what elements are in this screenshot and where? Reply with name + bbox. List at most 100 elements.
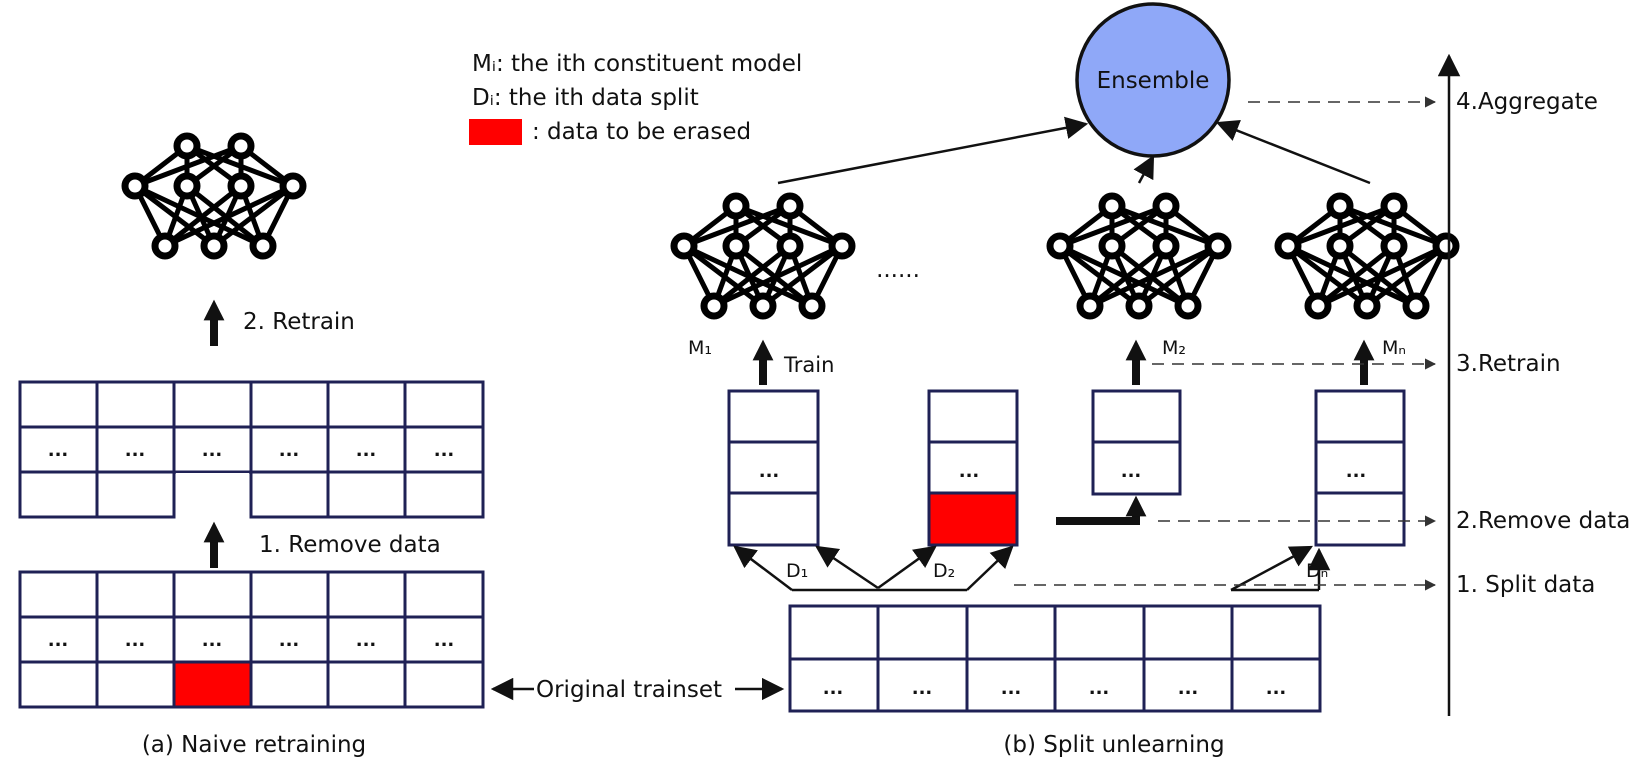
aggregate-arrow-m2	[1133, 155, 1155, 184]
network-node	[200, 232, 228, 260]
cell-dots: ...	[356, 630, 377, 651]
original-dataset-b: ... ... ... ... ... ...	[788, 604, 1322, 713]
cell-dots: ...	[1266, 678, 1287, 699]
network-edge	[1365, 244, 1448, 308]
caption-b: (b) Split unlearning	[1003, 732, 1224, 758]
network-edge	[1316, 244, 1396, 308]
split-label-dn: Dₙ	[1306, 560, 1328, 582]
split-d1: ...	[727, 389, 820, 547]
neural-network-icon	[1046, 192, 1232, 320]
network-edge	[163, 184, 243, 248]
network-node	[1204, 232, 1232, 260]
remove-data-elbow-arrow	[1056, 495, 1147, 525]
cell-dots: ...	[279, 440, 300, 461]
neural-network-icon	[670, 192, 856, 320]
network-edge	[163, 183, 295, 249]
erased-cell	[172, 660, 253, 709]
split-arrow-d1-right	[815, 545, 879, 590]
timeline-step-split: 1. Split data	[1456, 572, 1595, 598]
network-node	[1098, 232, 1126, 260]
network-node	[776, 192, 804, 220]
cell-dots: ...	[48, 440, 69, 461]
network-node	[1432, 232, 1460, 260]
network-node	[798, 292, 826, 320]
split-label-d1: D₁	[786, 560, 808, 582]
legend-model-definition: Mᵢ: the ith constituent model	[472, 51, 802, 77]
retrained-model-icon	[121, 132, 307, 260]
cell-dots: ...	[356, 440, 377, 461]
aggregate-arrow-mn	[1215, 119, 1371, 185]
cell-dots: ...	[912, 678, 933, 699]
network-node	[1152, 232, 1180, 260]
step-retrain-label: 2. Retrain	[243, 309, 355, 335]
split-d2: ...	[927, 389, 1019, 547]
split-arrow-d1-left	[733, 545, 793, 591]
cell-dots: ...	[125, 440, 146, 461]
network-node	[1125, 292, 1153, 320]
cell-dots: ...	[434, 440, 455, 461]
caption-a: (a) Naive retraining	[142, 732, 366, 758]
legend-erase-swatch	[469, 119, 522, 145]
cell-dots: ...	[1346, 461, 1367, 482]
split-dn: ...	[1314, 389, 1406, 547]
network-node	[1274, 232, 1302, 260]
timeline-step-retrain: 3.Retrain	[1456, 351, 1561, 377]
network-edge	[212, 184, 295, 248]
cell-dots: ...	[1121, 461, 1142, 482]
cell-dots: ...	[202, 440, 223, 461]
network-node	[1380, 192, 1408, 220]
aggregate-arrow-m1	[777, 116, 1089, 185]
split-d2-after-removal: ...	[1091, 389, 1182, 496]
network-edge	[1137, 244, 1220, 308]
model-m2	[1046, 192, 1232, 320]
model-m1	[670, 192, 856, 320]
model-label-m2: M₂	[1162, 337, 1186, 359]
network-edge	[683, 203, 791, 249]
legend-split-definition: Dᵢ: the ith data split	[472, 85, 699, 111]
network-edge	[134, 143, 242, 189]
network-node	[828, 232, 856, 260]
cell-dots: ...	[125, 630, 146, 651]
split-arrow-d2-right	[966, 545, 1014, 591]
network-node	[1304, 292, 1332, 320]
cell-dots: ...	[1178, 678, 1199, 699]
timeline-step-aggregate: 4.Aggregate	[1456, 89, 1598, 115]
cell-dots: ...	[759, 461, 780, 482]
timeline-step-remove: 2.Remove data	[1456, 508, 1630, 534]
network-edge	[1316, 243, 1448, 309]
network-edge	[1088, 243, 1220, 309]
original-dataset-a: ... ... ... ... ... ...	[18, 570, 485, 709]
train-label: Train	[783, 353, 834, 377]
cell-dots: ...	[1089, 678, 1110, 699]
network-node	[1402, 292, 1430, 320]
cell-dots: ...	[202, 630, 223, 651]
network-edge	[1088, 244, 1168, 308]
network-node	[670, 232, 698, 260]
network-node	[173, 132, 201, 160]
neural-network-icon	[1274, 192, 1460, 320]
network-node	[700, 292, 728, 320]
model-label-m1: M₁	[688, 337, 712, 359]
network-node	[151, 232, 179, 260]
network-node	[1380, 232, 1408, 260]
original-trainset-label-group: Original trainset	[490, 677, 785, 703]
cell-dots: ...	[823, 678, 844, 699]
network-node	[722, 232, 750, 260]
panel-a: 2. Retrain ... ... ... ... ...	[18, 132, 485, 758]
network-node	[1076, 292, 1104, 320]
network-node	[173, 172, 201, 200]
cell-dots: ...	[959, 461, 980, 482]
more-models-ellipsis: ......	[876, 257, 920, 283]
network-node	[1046, 232, 1074, 260]
network-node	[121, 172, 149, 200]
network-edge	[712, 243, 844, 309]
dataset-after-removal: ... ... ... ... ... ...	[18, 380, 485, 519]
panel-b: Ensemble ...... M₁ M₂ Mₙ Train ...	[670, 2, 1460, 758]
network-edge	[761, 244, 844, 308]
network-node	[1098, 192, 1126, 220]
neural-network-icon	[121, 132, 307, 260]
network-edge	[1059, 203, 1167, 249]
network-node	[227, 172, 255, 200]
network-node	[1353, 292, 1381, 320]
